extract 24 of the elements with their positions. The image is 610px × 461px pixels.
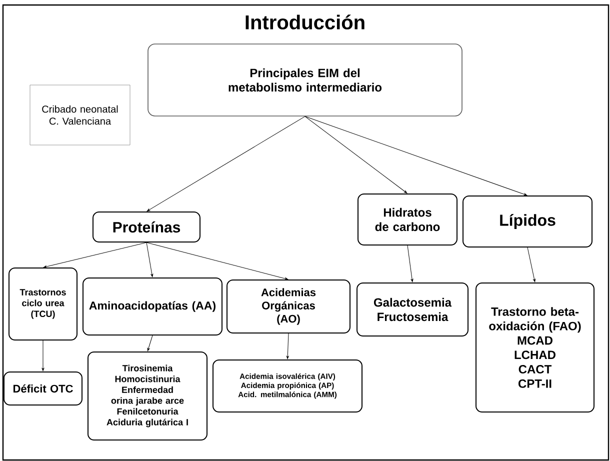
arrow: [407, 245, 414, 282]
category-box: Trastornos ciclo urea (TCU): [8, 268, 78, 340]
category-box: Tirosinemia Homocistinuria Enfermedad orina jarabe arce Fenilcetonuria Aciduria glutárica I: [88, 352, 208, 440]
category-box: Galactosemia Fructosemia: [356, 282, 468, 336]
note-box: Cribado neonatal C. Valenciana: [30, 84, 130, 146]
arrow: [286, 333, 289, 360]
arrow: [304, 116, 408, 194]
arrow: [304, 116, 528, 196]
category-box: Trastorno beta-oxidación (FAO) MCAD LCHAD CACT CPT-II: [476, 282, 594, 412]
arrow: [146, 116, 306, 212]
category-box: Déficit OTC: [4, 372, 82, 406]
arrow: [146, 242, 288, 280]
category-box: Hidratos de carbono: [358, 194, 458, 246]
category-box: Acidemias Orgánicas (AO): [226, 280, 350, 334]
arrow: [42, 340, 44, 372]
arrow: [43, 242, 147, 268]
title: Introducción: [246, 14, 364, 30]
arrow: [146, 242, 154, 278]
category-box: Aminoacidopatías (AA): [82, 278, 222, 336]
arrow: [147, 335, 153, 352]
category-box: Proteínas: [92, 212, 200, 242]
heading-box: Principales EIM del metabolismo intermediario: [148, 44, 462, 116]
arrow: [527, 247, 536, 282]
category-box: Lípidos: [462, 196, 592, 248]
